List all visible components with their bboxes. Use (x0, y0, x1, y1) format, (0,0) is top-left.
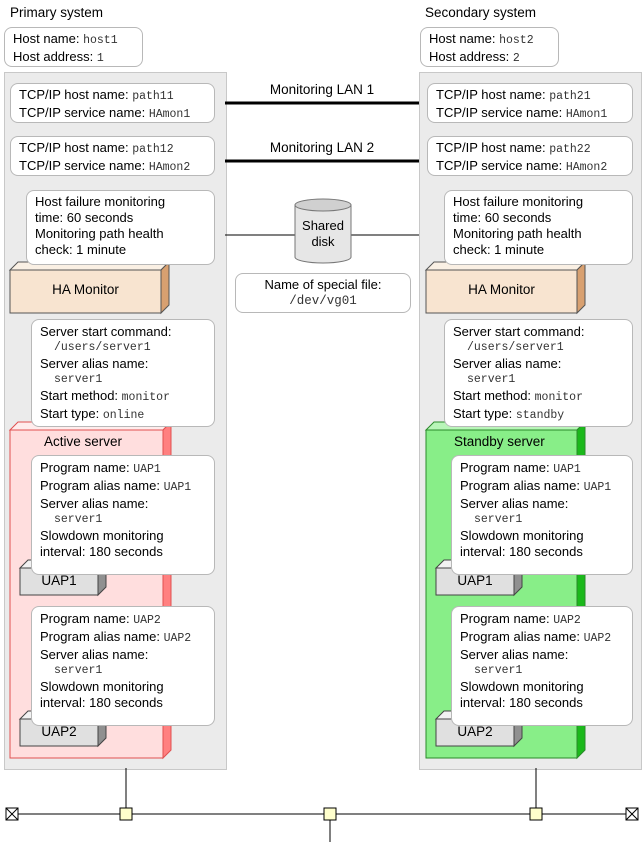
secondary-monitoring-line3: Monitoring path health (453, 226, 582, 241)
primary-uap2-label: UAP2 (41, 724, 77, 739)
secondary-program2-alias-row: Program alias name: UAP2 (460, 629, 612, 645)
primary-program1-name-row: Program name: UAP1 (40, 460, 161, 476)
special-file-label: Name of special file: (264, 277, 382, 292)
terminator-left-icon (5, 807, 19, 821)
secondary-host-note: Host name: host2 Host address: 2 (420, 27, 559, 67)
primary-monitoring-line3: Monitoring path health (35, 226, 164, 241)
primary-program2-alias-row: Program alias name: UAP2 (40, 629, 192, 645)
primary-system-title: Primary system (10, 5, 104, 20)
primary-ha-monitor-label: HA Monitor (52, 282, 119, 297)
secondary-uap1-label: UAP1 (457, 573, 493, 588)
lan2-label: Monitoring LAN 2 (269, 140, 375, 155)
primary-ha-monitor-box (8, 260, 171, 315)
primary-start-command-label: Server start command: (40, 324, 172, 339)
secondary-start-type-row: Start type: standby (453, 406, 565, 422)
primary-start-type-row: Start type: online (40, 406, 145, 422)
primary-monitoring-line2: time: 60 seconds (35, 210, 134, 225)
secondary-program1-note: Program name: UAP1 Program alias name: U… (451, 455, 633, 575)
secondary-host-name: host2 (499, 34, 534, 47)
primary-program1-slowdown2: interval: 180 seconds (40, 544, 163, 559)
network-bus (5, 768, 639, 842)
lan1-label: Monitoring LAN 1 (269, 82, 375, 97)
primary-host-name-row: Host name: host1 (13, 31, 118, 47)
standby-server-label: Standby server (454, 434, 545, 449)
secondary-path1-service-row: TCP/IP service name: HAmon1 (436, 105, 608, 121)
primary-path2-service-row: TCP/IP service name: HAmon2 (19, 158, 191, 174)
secondary-path2-note: TCP/IP host name: path22 TCP/IP service … (427, 136, 633, 176)
special-file-note: Name of special file: /dev/vg01 (235, 273, 411, 313)
primary-path2-note: TCP/IP host name: path12 TCP/IP service … (10, 136, 215, 176)
shared-disk-icon (294, 198, 352, 264)
primary-program2-slowdown1: Slowdown monitoring (40, 679, 164, 694)
secondary-program2-note: Program name: UAP2 Program alias name: U… (451, 606, 633, 726)
secondary-program1-slowdown2: interval: 180 seconds (460, 544, 583, 559)
special-file-value: /dev/vg01 (289, 294, 357, 308)
secondary-program1-slowdown1: Slowdown monitoring (460, 528, 584, 543)
secondary-path2-service-row: TCP/IP service name: HAmon2 (436, 158, 608, 174)
shared-disk-label: Shared disk (295, 218, 351, 250)
secondary-program1-alias-row: Program alias name: UAP1 (460, 478, 612, 494)
primary-host-name: host1 (83, 34, 118, 47)
secondary-monitoring-line2: time: 60 seconds (453, 210, 552, 225)
primary-program1-server-alias-label: Server alias name: (40, 496, 149, 511)
primary-program2-server-alias: server1 (54, 664, 103, 677)
secondary-host-name-row: Host name: host2 (429, 31, 534, 47)
primary-program2-name-row: Program name: UAP2 (40, 611, 161, 627)
secondary-program1-server-alias-label: Server alias name: (460, 496, 569, 511)
secondary-uap2-label: UAP2 (457, 724, 493, 739)
secondary-path1-note: TCP/IP host name: path21 TCP/IP service … (427, 83, 633, 123)
secondary-monitoring-line1: Host failure monitoring (453, 194, 584, 209)
primary-program1-note: Program name: UAP1 Program alias name: U… (31, 455, 215, 575)
secondary-program2-slowdown1: Slowdown monitoring (460, 679, 584, 694)
secondary-program1-name-row: Program name: UAP1 (460, 460, 581, 476)
secondary-host-address-row: Host address: 2 (429, 49, 520, 65)
terminator-right-icon (625, 807, 639, 821)
primary-uap1-label: UAP1 (41, 573, 77, 588)
primary-program2-server-alias-label: Server alias name: (40, 647, 149, 662)
secondary-program2-server-alias: server1 (474, 664, 523, 677)
shared-disk-label-line2: disk (311, 234, 335, 249)
primary-path1-note: TCP/IP host name: path11 TCP/IP service … (10, 83, 215, 123)
secondary-system-title: Secondary system (425, 5, 537, 20)
primary-start-command: /users/server1 (54, 341, 151, 354)
secondary-monitoring-note: Host failure monitoring time: 60 seconds… (444, 190, 633, 265)
secondary-path1-host-row: TCP/IP host name: path21 (436, 87, 591, 103)
primary-program2-note: Program name: UAP2 Program alias name: U… (31, 606, 215, 726)
primary-monitoring-line4: check: 1 minute (35, 242, 127, 257)
primary-program1-server-alias: server1 (54, 513, 103, 526)
primary-monitoring-line1: Host failure monitoring (35, 194, 166, 209)
shared-disk-label-line1: Shared (302, 218, 344, 233)
secondary-program2-slowdown2: interval: 180 seconds (460, 695, 583, 710)
secondary-start-method-row: Start method: monitor (453, 388, 583, 404)
secondary-start-command: /users/server1 (467, 341, 564, 354)
secondary-server-note: Server start command: /users/server1 Ser… (444, 319, 633, 427)
primary-path1-host-row: TCP/IP host name: path11 (19, 87, 174, 103)
primary-host-address: 1 (96, 52, 104, 65)
secondary-program1-server-alias: server1 (474, 513, 523, 526)
secondary-path2-host-row: TCP/IP host name: path22 (436, 140, 591, 156)
secondary-ha-monitor-label: HA Monitor (468, 282, 535, 297)
secondary-program2-name-row: Program name: UAP2 (460, 611, 581, 627)
secondary-monitoring-line4: check: 1 minute (453, 242, 545, 257)
active-server-label: Active server (44, 434, 123, 449)
primary-program2-slowdown2: interval: 180 seconds (40, 695, 163, 710)
secondary-server-alias-label: Server alias name: (453, 356, 562, 371)
primary-program1-alias-row: Program alias name: UAP1 (40, 478, 192, 494)
primary-server-note: Server start command: /users/server1 Ser… (31, 319, 215, 427)
secondary-program2-server-alias-label: Server alias name: (460, 647, 569, 662)
secondary-start-command-label: Server start command: (453, 324, 585, 339)
primary-path1-service-row: TCP/IP service name: HAmon1 (19, 105, 191, 121)
primary-monitoring-note: Host failure monitoring time: 60 seconds… (26, 190, 215, 265)
primary-host-note: Host name: host1 Host address: 1 (4, 27, 143, 67)
secondary-host-address: 2 (512, 52, 520, 65)
primary-host-address-row: Host address: 1 (13, 49, 104, 65)
primary-start-method-row: Start method: monitor (40, 388, 170, 404)
primary-path2-host-row: TCP/IP host name: path12 (19, 140, 174, 156)
primary-server-alias: server1 (54, 373, 103, 386)
secondary-server-alias: server1 (467, 373, 516, 386)
primary-program1-slowdown1: Slowdown monitoring (40, 528, 164, 543)
primary-server-alias-label: Server alias name: (40, 356, 149, 371)
secondary-ha-monitor-box (424, 260, 587, 315)
